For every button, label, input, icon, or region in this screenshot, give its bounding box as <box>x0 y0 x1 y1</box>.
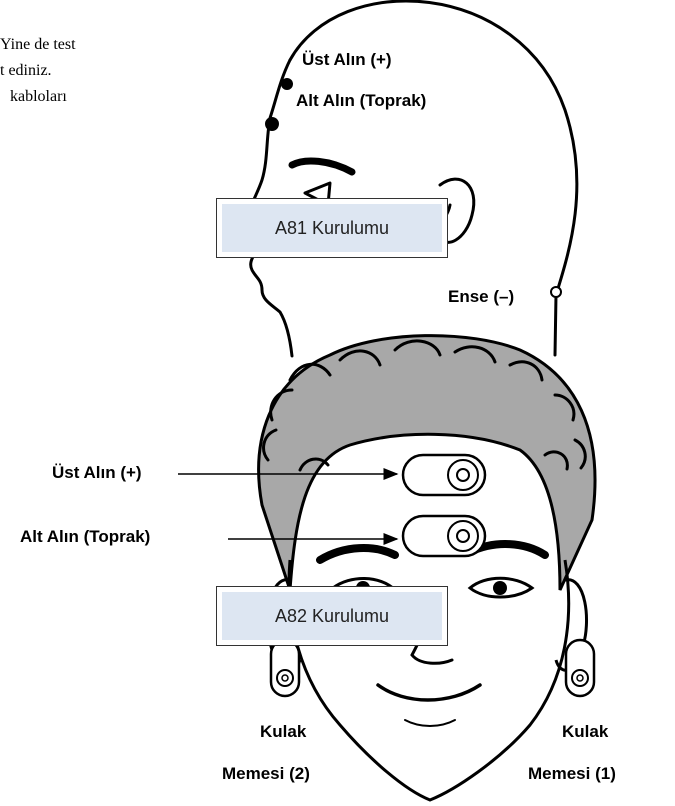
a81-setup-label: A81 Kurulumu <box>222 204 442 252</box>
front-upper-forehead-electrode <box>403 455 485 495</box>
side-head-profile <box>249 1 577 356</box>
front-left-ear-electrode <box>271 640 299 696</box>
front-right-ear-electrode <box>566 640 594 696</box>
a82-setup-box-frame: A82 Kurulumu <box>216 586 448 646</box>
front-label-upper-forehead: Üst Alın (+) <box>52 463 142 483</box>
side-upper-forehead-electrode <box>281 78 293 90</box>
side-label-lower-forehead: Alt Alın (Toprak) <box>296 91 426 111</box>
side-label-nape: Ense (–) <box>448 287 514 307</box>
side-eyebrow <box>292 161 352 172</box>
side-lower-forehead-electrode <box>265 117 279 131</box>
front-lower-forehead-electrode <box>403 516 485 556</box>
side-label-upper-forehead: Üst Alın (+) <box>302 50 392 70</box>
front-label-left-earlobe-line1: Kulak <box>260 722 306 742</box>
front-label-left-earlobe-line2: Memesi (2) <box>222 764 310 784</box>
front-label-lower-forehead: Alt Alın (Toprak) <box>20 527 150 547</box>
side-nape-electrode <box>551 287 561 297</box>
a82-setup-label: A82 Kurulumu <box>222 592 442 640</box>
front-left-eyebrow <box>320 548 395 560</box>
front-label-right-earlobe-line2: Memesi (1) <box>528 764 616 784</box>
front-label-right-earlobe-line1: Kulak <box>562 722 608 742</box>
front-mouth <box>378 685 480 700</box>
a81-setup-box-frame: A81 Kurulumu <box>216 198 448 258</box>
